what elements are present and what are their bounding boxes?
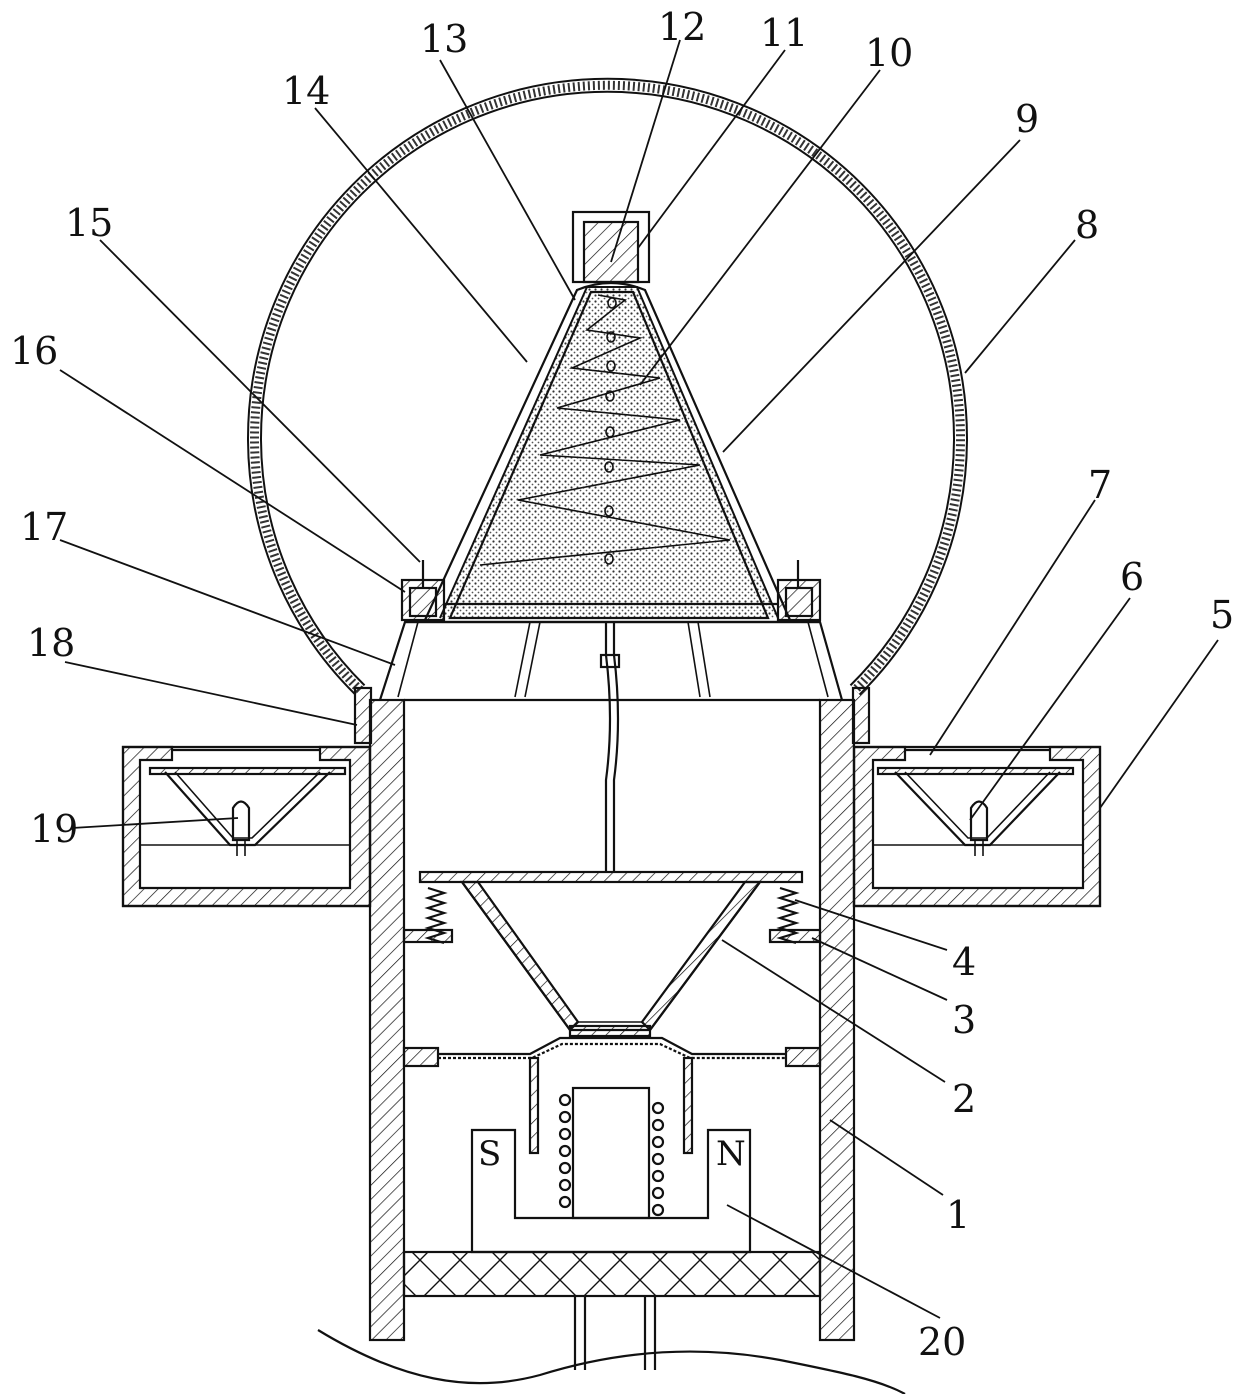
base-frustum <box>378 620 844 701</box>
label-19: 19 <box>30 807 78 851</box>
cone-holes <box>604 297 617 565</box>
funnel-assembly <box>402 870 822 1038</box>
label-18: 18 <box>27 621 75 665</box>
label-13: 13 <box>420 17 468 61</box>
label-1: 1 <box>946 1193 970 1237</box>
magnet-pole-south: S <box>478 1134 501 1174</box>
label-2: 2 <box>952 1077 976 1121</box>
label-14: 14 <box>282 69 330 113</box>
label-20: 20 <box>918 1320 966 1364</box>
cone-assembly <box>400 210 822 622</box>
column-housing <box>353 686 871 1342</box>
base-slab <box>402 1250 822 1370</box>
label-5: 5 <box>1210 593 1234 637</box>
label-11: 11 <box>760 11 808 55</box>
lamp-box-left <box>121 745 372 908</box>
label-4: 4 <box>952 940 976 984</box>
label-17: 17 <box>20 505 68 549</box>
label-3: 3 <box>952 998 976 1042</box>
label-7: 7 <box>1088 463 1112 507</box>
spherical-shell <box>247 77 968 696</box>
label-15: 15 <box>65 201 113 245</box>
electromagnet: S N <box>470 1086 752 1254</box>
lamp-bulb-left <box>231 800 251 856</box>
label-10: 10 <box>865 31 913 75</box>
vibration-plate <box>402 1036 822 1155</box>
label-12: 12 <box>658 5 706 49</box>
center-cable <box>599 622 621 872</box>
label-16: 16 <box>10 329 58 373</box>
part-labels: 1 2 3 4 5 6 7 8 9 10 11 12 13 14 15 16 1… <box>10 5 1234 1364</box>
magnet-pole-north: N <box>716 1134 746 1174</box>
label-9: 9 <box>1015 97 1039 141</box>
leader-lines <box>59 39 1219 1319</box>
break-line <box>317 1329 906 1394</box>
coil-left <box>558 1093 572 1209</box>
label-6: 6 <box>1120 555 1144 599</box>
coil-right <box>651 1101 665 1217</box>
lamp-bulb-right <box>969 800 989 856</box>
lamp-box-right <box>852 745 1102 908</box>
label-8: 8 <box>1075 203 1099 247</box>
